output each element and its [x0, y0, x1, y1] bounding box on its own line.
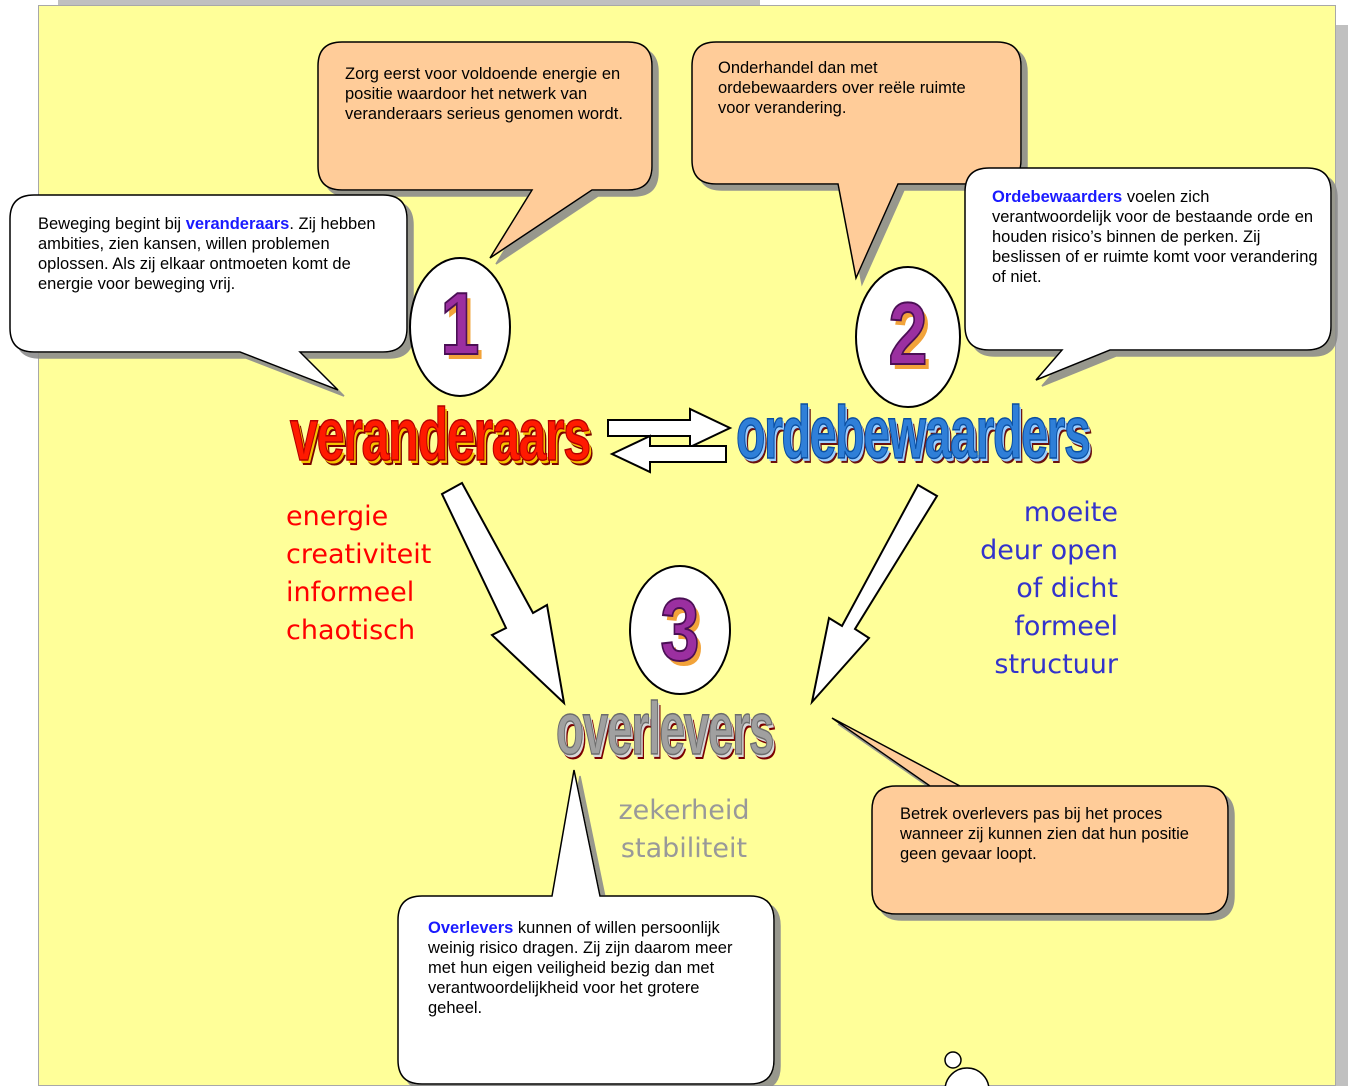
callout-betrek-text: Betrek overlevers pas bij het proces wan…: [900, 805, 1189, 863]
trait-item: energie: [286, 501, 389, 532]
callout-betrek: [831, 717, 1229, 915]
number-2: 2: [888, 284, 929, 383]
panel-shadow: [1336, 25, 1348, 1086]
number-2-circle: [855, 266, 961, 408]
arrow-veranderaars-to-overlevers: [440, 481, 566, 706]
trait-item: deur open: [980, 535, 1118, 566]
trait-item: creativiteit: [286, 539, 432, 570]
number-1: 1: [440, 274, 481, 373]
trait-item: of dicht: [1016, 573, 1118, 604]
traits-overlevers: zekerheid stabiliteit: [596, 792, 772, 868]
callout-veranderaars: [9, 194, 408, 391]
trait-item: zekerheid: [618, 795, 750, 826]
traits-ordebewaarders: moeite deur open of dicht formeel struct…: [940, 494, 1118, 684]
callout-veranderaars-text: Beweging begint bij veranderaars. Zij he…: [38, 215, 376, 293]
thought-bubble-large: [944, 1067, 990, 1086]
thought-bubble-small: [944, 1051, 962, 1069]
trait-item: moeite: [1023, 497, 1118, 528]
title-ordebewaarders: ordebewaarders: [736, 391, 1092, 474]
number-3-circle: [629, 565, 731, 695]
arrow-right: [607, 407, 733, 449]
callout-negotiate-text: Onderhandel dan met ordebewaarders over …: [718, 59, 966, 117]
trait-item: informeel: [286, 577, 415, 608]
arrow-left: [609, 434, 727, 474]
title-veranderaars: veranderaars: [289, 393, 591, 476]
callout-overlevers: [397, 769, 775, 1085]
callout-overlevers-text: Overlevers kunnen of willen persoonlijk …: [428, 919, 733, 1017]
title-overlevers: overlevers: [556, 687, 775, 770]
callout-negotiate: [691, 41, 1022, 281]
callout-energy-text: Zorg eerst voor voldoende energie en pos…: [345, 65, 623, 123]
trait-item: stabiliteit: [620, 833, 748, 864]
trait-item: structuur: [994, 649, 1118, 680]
callout-ordebewaarders: [964, 167, 1332, 381]
callout-energy: [317, 41, 653, 259]
callout-ordebewaarders-text: Ordebewaarders voelen zich verantwoordel…: [992, 188, 1318, 286]
number-1-circle: [409, 257, 511, 397]
trait-item: chaotisch: [286, 615, 416, 646]
number-3: 3: [660, 580, 701, 679]
arrow-ordebewaarders-to-overlevers: [810, 483, 939, 706]
traits-veranderaars: energie creativiteit informeel chaotisch: [286, 498, 431, 650]
trait-item: formeel: [1014, 611, 1118, 642]
